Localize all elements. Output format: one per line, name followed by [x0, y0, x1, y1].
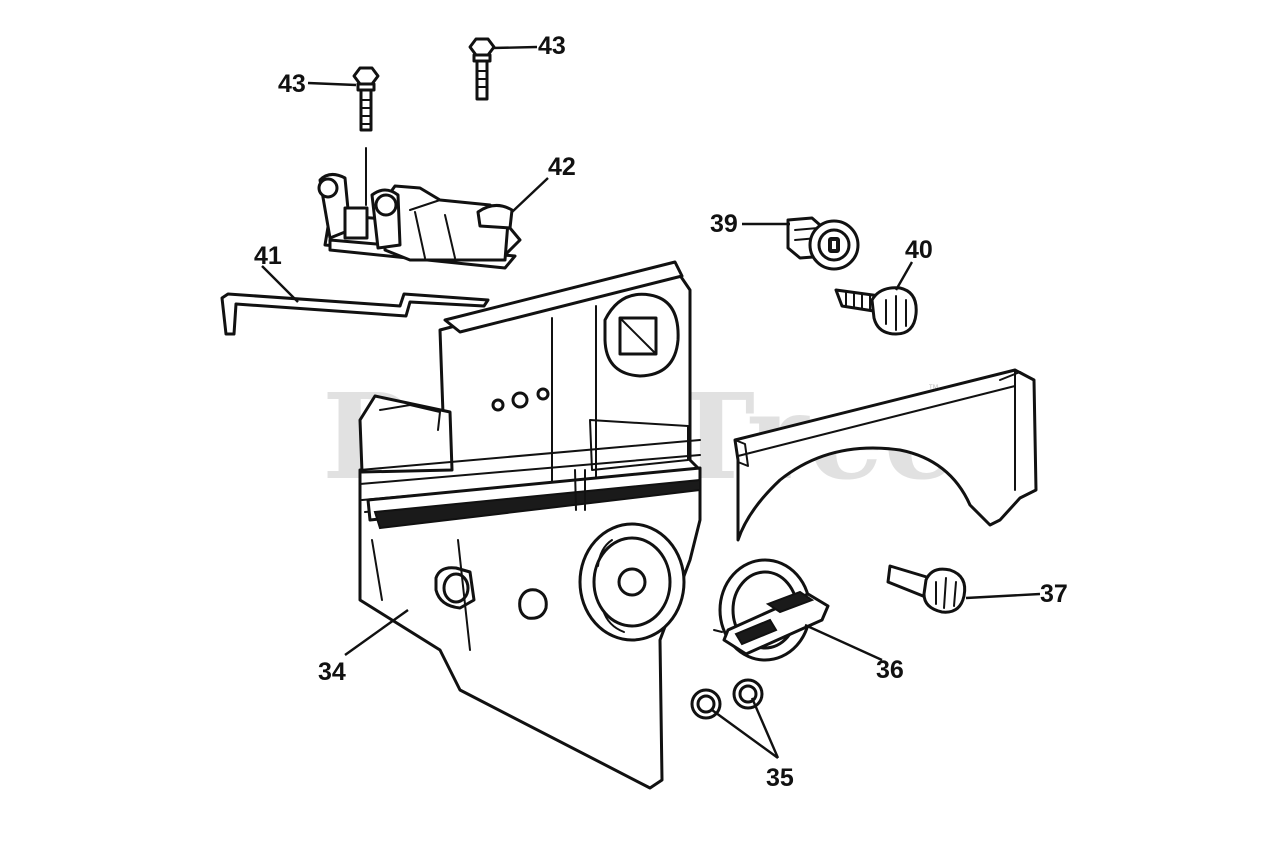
- callout-37: 37: [1040, 580, 1068, 608]
- part-41-rod: [220, 292, 490, 336]
- callout-36: 36: [876, 656, 904, 684]
- part-42-housing: [317, 147, 522, 270]
- part-43-bolt-right: [468, 37, 496, 101]
- part-34-main-housing: [358, 260, 702, 790]
- callout-34: 34: [318, 658, 346, 686]
- part-40-key: [834, 286, 918, 336]
- part-43-bolt-left: [352, 66, 380, 132]
- callout-42: 42: [548, 153, 576, 181]
- leader-lines: [261, 45, 1041, 759]
- callout-labels: 43 43 42 41 39 40 34 36 37 35: [254, 32, 1068, 792]
- part-39-switch: [786, 216, 860, 271]
- callout-40: 40: [905, 236, 933, 264]
- side-guard: [733, 368, 1038, 542]
- callout-43-right: 43: [538, 32, 566, 60]
- callout-41: 41: [254, 242, 282, 270]
- callout-43-left: 43: [278, 70, 306, 98]
- part-36-knob: [713, 558, 830, 662]
- callout-35: 35: [766, 764, 794, 792]
- callout-39: 39: [710, 210, 738, 238]
- part-37-key: [886, 564, 967, 614]
